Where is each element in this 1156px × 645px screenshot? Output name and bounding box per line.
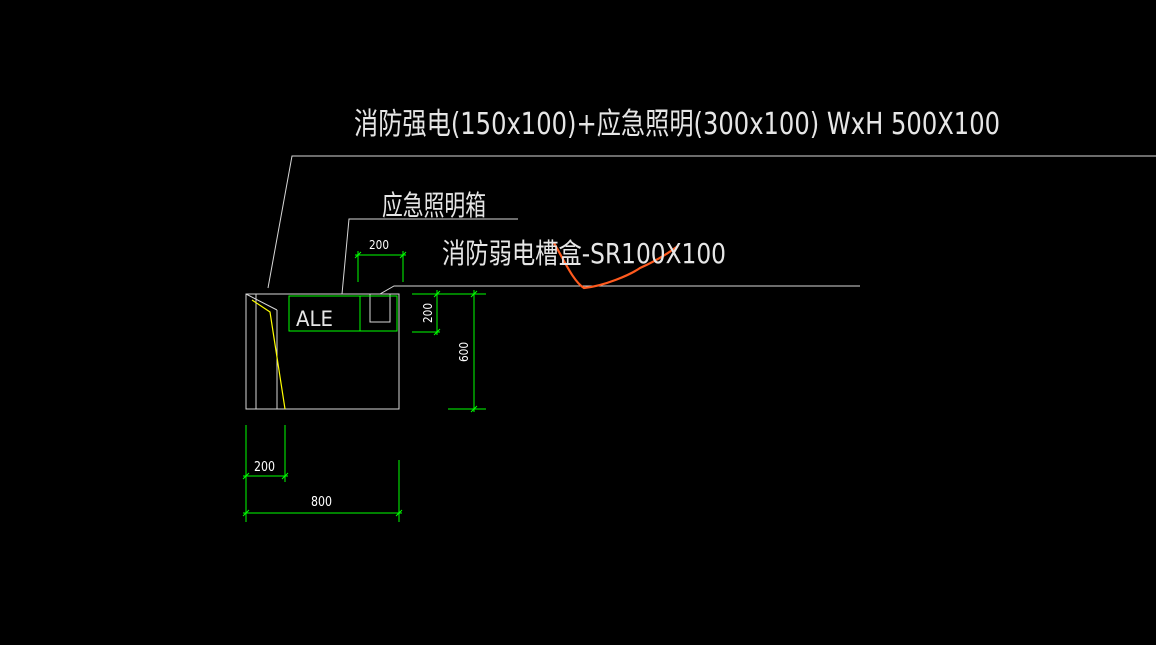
emergency-box-label[interactable]: 应急照明箱 [382,189,486,222]
dim-bot-total-tick-l [242,509,250,517]
dim-right-total-tick-t [470,290,478,298]
emergency-box-leader [341,218,518,295]
secondary-panel-box [359,295,398,332]
leader-lines [267,155,1156,295]
dim-right-small-text: 200 [421,303,435,323]
dim-bot-total-text: 800 [311,495,332,510]
weak-tray-box [369,293,391,323]
orange-markup-curve [553,242,679,290]
yellow-conduit [251,299,286,410]
dim-bot-small-text: 200 [254,460,275,475]
dim-bot-total-tick-r [395,509,403,517]
dim-top-tick-r [399,251,407,259]
dimension-lines [242,251,486,522]
dim-top-tick-l [354,251,362,259]
dim-right-total-text: 600 [457,342,471,362]
dim-bot-small-tick-l [242,472,250,480]
dim-right-small-tick-t [433,290,441,298]
dim-bot-small-tick-r [281,472,289,480]
dim-top-text: 200 [369,238,389,252]
shaft-diagonal [245,293,278,311]
weak-tray-leader [379,285,860,295]
ale-panel-tag: ALE [296,307,333,331]
shaft-outline [245,293,400,410]
weak-tray-label[interactable]: 消防弱电槽盒-SR100X100 [442,237,726,270]
main-note-leader [267,155,1156,289]
shaft-outer-rect [245,293,400,410]
dim-right-total-tick-b [470,405,478,413]
equipment-green [288,295,398,332]
main-note-label[interactable]: 消防强电(150x100)+应急照明(300x100) WxH 500X100 [354,107,1000,142]
dim-right-small-tick-b [433,328,441,336]
